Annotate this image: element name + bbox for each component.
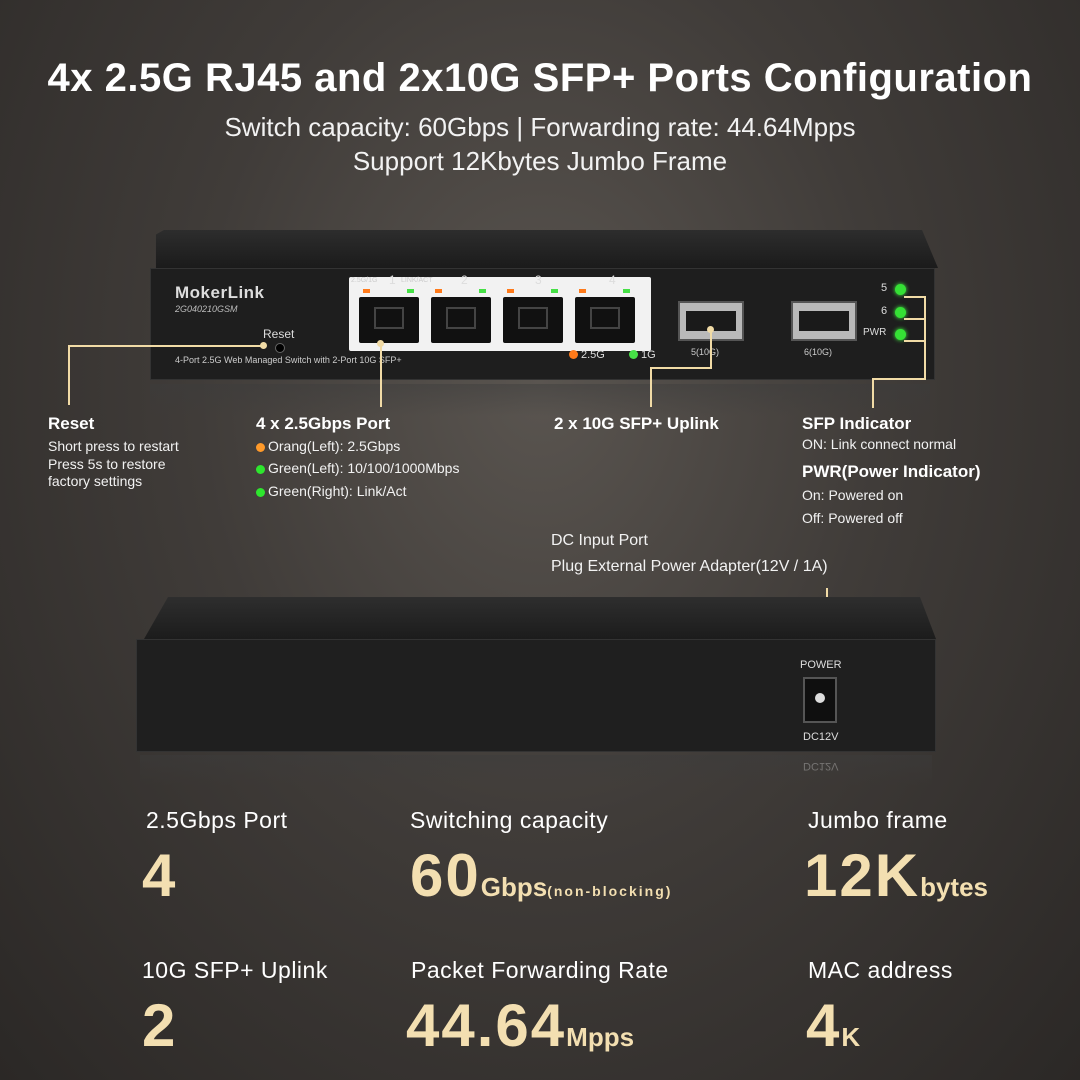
- led-5-icon: [895, 284, 906, 295]
- pwr-indicator-title: PWR(Power Indicator): [802, 462, 981, 481]
- stat-label-sfp-uplink: 10G SFP+ Uplink: [142, 957, 328, 983]
- reset-button: [275, 343, 285, 353]
- sfp-indicator-line: ON: Link connect normal: [802, 436, 957, 452]
- sfp-callout-line: [650, 367, 652, 407]
- reset-callout-title: Reset: [48, 414, 95, 433]
- led-pwr-icon: [895, 329, 906, 340]
- rj45-port-3: [503, 297, 563, 343]
- indicator-callout-line: [924, 296, 926, 380]
- rear-switch-image: POWER DC12V: [136, 597, 936, 752]
- orange-dot-icon: [569, 350, 578, 359]
- rear-switch-face: [136, 639, 936, 752]
- dc-label-reflection: DC12V: [803, 760, 839, 772]
- reset-callout-line: [68, 345, 70, 405]
- rj45-port-2: [431, 297, 491, 343]
- front-reflection: [150, 384, 930, 416]
- sfp-port-5: [678, 301, 744, 341]
- pwr-indicator-line-2: Off: Powered off: [802, 510, 903, 526]
- indicator-label-pwr: PWR: [863, 327, 887, 338]
- stat-label-forwarding-rate: Packet Forwarding Rate: [411, 957, 669, 983]
- port-link-label: LINK/ACT: [401, 277, 433, 284]
- rj45-callout-item: Green(Left): 10/100/1000Mbps: [256, 460, 459, 476]
- port-number-2: 2: [461, 273, 468, 287]
- front-switch-top: [155, 230, 938, 268]
- front-switch-image: MokerLink 2G040210GSM Reset 4-Port 2.5G …: [140, 230, 938, 380]
- port-number-1: 1: [389, 273, 396, 287]
- front-switch-face: MokerLink 2G040210GSM Reset 4-Port 2.5G …: [150, 268, 935, 380]
- sfp-port-6: [791, 301, 857, 341]
- reset-callout-line-3: factory settings: [48, 473, 143, 489]
- stat-value-mac-address: 4K: [806, 992, 861, 1059]
- sfp-uplink-title: 2 x 10G SFP+ Uplink: [554, 414, 719, 433]
- front-description: 4-Port 2.5G Web Managed Switch with 2-Po…: [175, 355, 402, 365]
- port-number-4: 4: [609, 273, 616, 287]
- stat-value-sfp-uplink: 2: [142, 992, 178, 1059]
- sfp-label-5: 5(10G): [691, 347, 720, 357]
- port-led-orange: [507, 289, 514, 293]
- legend-2-5g: 2.5G: [569, 349, 605, 361]
- dc-input-title: DC Input Port: [551, 532, 648, 549]
- dc-power-jack: [803, 677, 837, 723]
- port-led-orange: [579, 289, 586, 293]
- sfp-callout-line: [650, 367, 712, 369]
- port-mode-label: 2.5G/1G: [351, 277, 378, 284]
- dc-voltage-label: DC12V: [803, 731, 839, 743]
- port-led-orange: [363, 289, 370, 293]
- indicator-callout-line: [872, 378, 926, 380]
- stat-label-jumbo-frame: Jumbo frame: [808, 807, 948, 833]
- indicator-label-6: 6: [881, 305, 888, 317]
- port-led-green: [623, 289, 630, 293]
- indicator-callout-line: [904, 318, 926, 320]
- green-dot-icon: [629, 350, 638, 359]
- sfp-indicator-title: SFP Indicator: [802, 414, 912, 433]
- reset-callout-dot: [260, 342, 267, 349]
- brand-logo: MokerLink: [175, 283, 265, 302]
- rj45-callout-title: 4 x 2.5Gbps Port: [256, 414, 391, 433]
- power-port-label: POWER: [800, 659, 842, 671]
- rj45-port-4: [575, 297, 635, 343]
- port-number-3: 3: [535, 273, 542, 287]
- rj45-port-1: [359, 297, 419, 343]
- legend-1g: 1G: [629, 349, 656, 361]
- stat-value-jumbo-frame: 12Kbytes: [804, 842, 988, 909]
- sfp-label-6: 6(10G): [804, 347, 833, 357]
- hero-title: 4x 2.5G RJ45 and 2x10G SFP+ Ports Config…: [47, 56, 1033, 100]
- port-led-orange: [435, 289, 442, 293]
- rj45-callout-item: Green(Right): Link/Act: [256, 483, 407, 499]
- indicator-callout-line: [904, 296, 926, 298]
- dc-jack-pin-icon: [815, 693, 825, 703]
- green-dot-icon: [256, 488, 265, 497]
- stat-value-rj45-ports: 4: [142, 842, 178, 909]
- reset-label: Reset: [263, 327, 295, 341]
- dc-input-desc: Plug External Power Adapter(12V / 1A): [551, 558, 828, 575]
- port-led-green: [479, 289, 486, 293]
- port-led-green: [407, 289, 414, 293]
- hero-subtitle-capacity: Switch capacity: 60Gbps | Forwarding rat…: [224, 112, 856, 142]
- hero-subtitle-jumbo: Support 12Kbytes Jumbo Frame: [352, 146, 728, 176]
- reset-callout-line-1: Short press to restart: [48, 438, 179, 454]
- indicator-callout-line: [904, 340, 926, 342]
- stat-value-switching-capacity: 60Gbps(non-blocking): [410, 842, 673, 909]
- rear-reflection: [140, 755, 932, 785]
- indicator-label-5: 5: [881, 282, 888, 294]
- led-6-icon: [895, 307, 906, 318]
- stat-label-switching-capacity: Switching capacity: [410, 807, 609, 833]
- stat-label-rj45-ports: 2.5Gbps Port: [146, 807, 288, 833]
- green-dot-icon: [256, 465, 265, 474]
- rj45-callout-line: [380, 343, 382, 407]
- reset-callout-line-2: Press 5s to restore: [48, 456, 166, 472]
- indicator-callout-line: [872, 378, 874, 408]
- sfp-callout-line: [710, 329, 712, 369]
- stat-value-forwarding-rate: 44.64Mpps: [406, 992, 635, 1059]
- model-code: 2G040210GSM: [175, 304, 238, 314]
- orange-dot-icon: [256, 443, 265, 452]
- port-led-green: [551, 289, 558, 293]
- rear-switch-top: [144, 597, 936, 639]
- rj45-callout-item: Orang(Left): 2.5Gbps: [256, 438, 400, 454]
- stat-label-mac-address: MAC address: [808, 957, 953, 983]
- pwr-indicator-line-1: On: Powered on: [802, 487, 904, 503]
- reset-callout-line: [68, 345, 262, 347]
